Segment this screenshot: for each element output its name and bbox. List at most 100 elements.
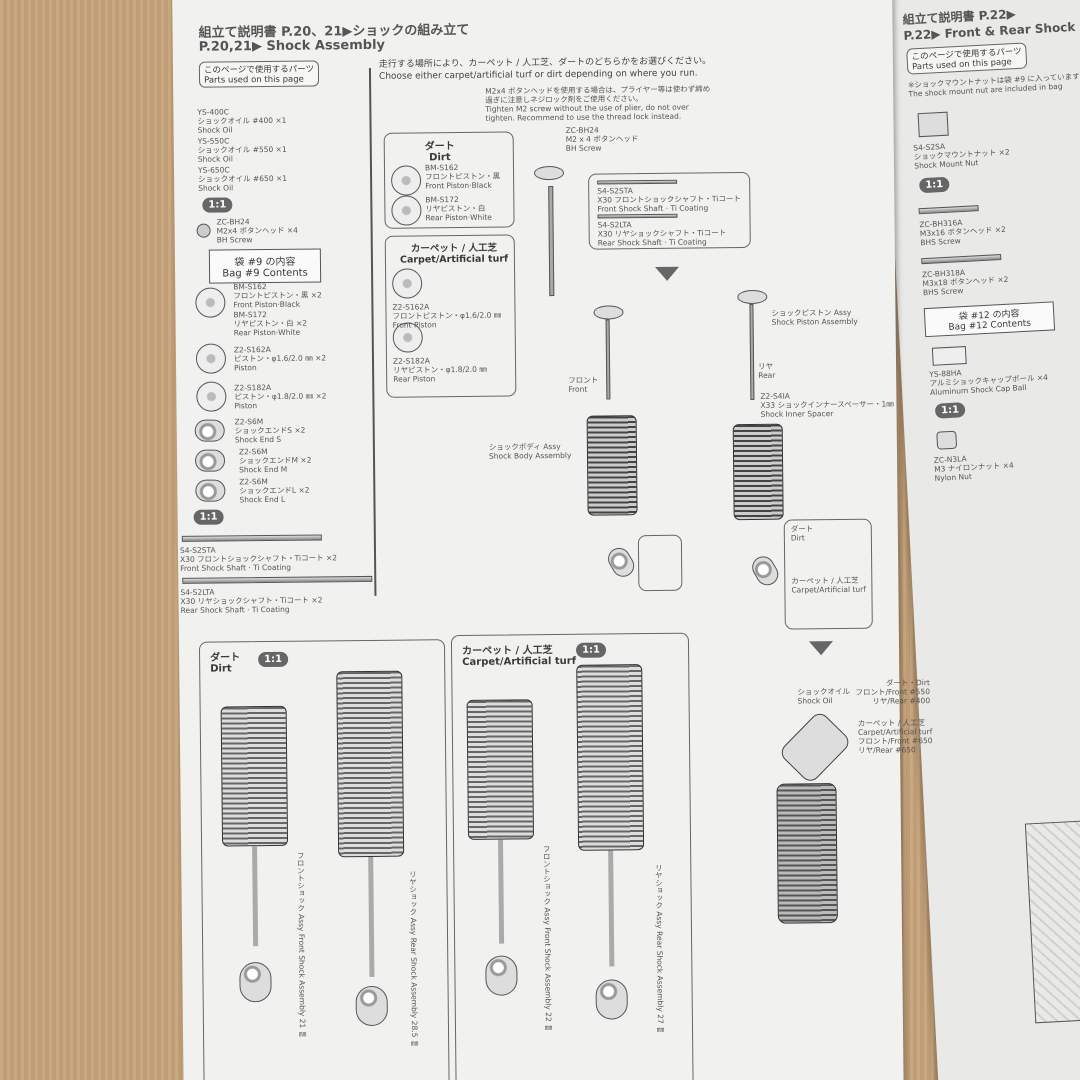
intro-jp: 走行する場所により、カーペット / 人工芝、ダートのどちらかをお選びください。 xyxy=(378,56,712,70)
piston-icon xyxy=(391,195,422,226)
front-shaft-drawing xyxy=(605,319,611,400)
dirt-rear-rod xyxy=(368,856,375,977)
divider-line xyxy=(368,67,377,596)
rear-shock-body xyxy=(732,423,784,521)
shock-end-icon xyxy=(485,955,518,996)
shock-end-icon xyxy=(604,543,639,581)
rear-shaft-drawing xyxy=(749,303,755,400)
shock-end-icon xyxy=(239,962,272,1003)
down-arrow-icon xyxy=(655,266,680,281)
front-shock-body xyxy=(586,415,638,516)
shock-end-icon xyxy=(748,552,783,590)
nylon-nut-icon xyxy=(936,430,958,450)
page-title-en: P.20,21▶ Shock Assembly xyxy=(198,37,386,55)
shock-end-icon xyxy=(194,419,225,442)
dirt-front-rod xyxy=(252,846,259,947)
instruction-page: 組立て説明書 P.20、21▶ショックの組み立て P.20,21▶ Shock … xyxy=(172,0,933,1080)
dirt-rear-shock xyxy=(336,670,405,858)
dirt-front-length: フロントショック Assy Front Shock Assembly 21 ㎜ xyxy=(296,851,308,1039)
scale-badge: 1:1 xyxy=(193,509,224,525)
dirt-rear-length: リヤショック Assy Rear Shock Assembly 28.5 ㎜ xyxy=(408,870,420,1048)
shock-end-icon xyxy=(595,979,628,1020)
right-scale-badge: 1:1 xyxy=(934,402,966,419)
piston-on-shaft xyxy=(533,165,565,181)
intro-en: Choose either carpet/artificial turf or … xyxy=(378,68,698,82)
carpet-front-shock xyxy=(466,699,535,840)
carpet-rear-length: リヤショック Assy Rear Shock Assembly 27 ㎜ xyxy=(654,863,666,1034)
chassis-drawing xyxy=(1024,816,1080,1024)
shaft-icon xyxy=(597,179,678,185)
shaft-icon xyxy=(597,213,678,219)
carpet-rear-rod xyxy=(608,850,615,967)
right-scale-badge: 1:1 xyxy=(918,176,950,194)
shock-end-icon xyxy=(195,479,226,502)
rear-piston-assy xyxy=(737,289,768,305)
shock-end-icon xyxy=(355,985,388,1027)
front-piston-assy xyxy=(593,305,624,320)
oil-bottle-icon xyxy=(777,709,853,785)
piston-icon xyxy=(195,287,226,318)
shaft-drawing xyxy=(548,186,555,297)
piston-icon xyxy=(392,268,423,299)
shock-end-icon xyxy=(194,449,226,472)
oil-filled-body xyxy=(776,783,838,924)
piston-icon xyxy=(196,381,227,412)
mount-nut-icon xyxy=(917,111,949,138)
piston-icon xyxy=(195,343,227,374)
scale-badge: 1:1 xyxy=(575,642,607,658)
carpet-front-rod xyxy=(498,839,505,944)
carpet-front-length: フロントショック Assy Front Shock Assembly 22 ㎜ xyxy=(542,845,554,1032)
bh-screw-icon xyxy=(196,223,211,238)
screw-icon xyxy=(921,254,1002,265)
scale-badge: 1:1 xyxy=(258,651,289,668)
piston-icon xyxy=(390,165,422,196)
carpet-rear-shock xyxy=(576,664,645,851)
rear-shaft-icon xyxy=(182,575,373,584)
dirt-front-shock xyxy=(220,705,289,847)
